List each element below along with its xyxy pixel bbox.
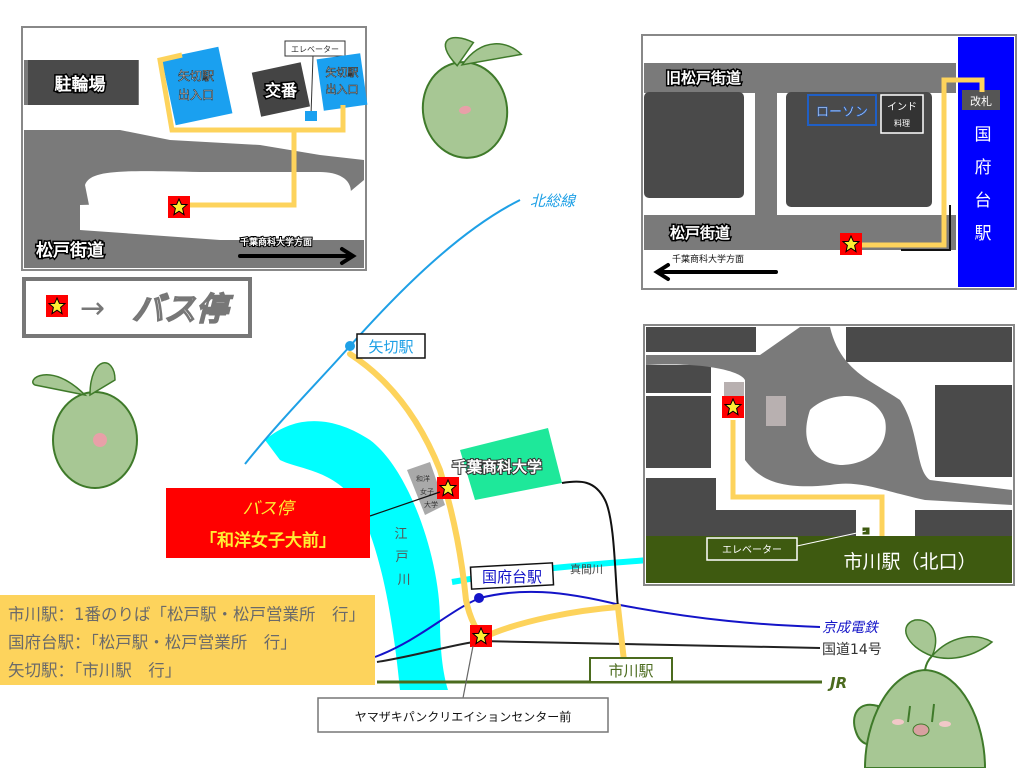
ichikawa-station-label: 市川駅 <box>608 662 653 680</box>
indian-label-2: 料理 <box>894 118 910 128</box>
mascot-bottom-right-body <box>863 668 987 768</box>
bus-stop-konodai-icon[interactable] <box>839 232 863 256</box>
bus-info-line: 矢切駅：「市川駅 行」 <box>8 661 181 680</box>
konodai-station-char-2: 府 <box>975 158 992 178</box>
wayo-callout-line-1: バス停 <box>243 499 297 519</box>
hokuso-line <box>244 199 521 465</box>
konodai-station-char-3: 台 <box>975 191 992 211</box>
ichikawa-north-exit-label: 市川駅（北口） <box>843 551 976 573</box>
edogawa-river <box>265 421 448 690</box>
ichikawa-elevator-label: エレベーター <box>722 544 782 556</box>
route14-label: 国道14号 <box>822 642 882 658</box>
direction-arrow-right-icon <box>238 247 357 265</box>
bicycle-parking-label: 駐輪場 <box>55 74 106 95</box>
konodai-walking-route <box>862 77 985 248</box>
hokuso-line-label: 北総線 <box>530 192 577 210</box>
legend-arrow: → <box>80 291 105 326</box>
yagiri-direction-label: 千葉商科大学方面 <box>240 236 312 248</box>
edogawa-label-3: 川 <box>397 573 410 588</box>
mascot-bottom-right-leaf-right <box>930 635 994 660</box>
mascot-bottom-right-mouth <box>912 723 930 737</box>
konodai-road-label: 松戸街道 <box>670 224 730 242</box>
callout-line-yamazaki <box>462 645 474 699</box>
old-road-label: 旧松戸街道 <box>666 69 741 87</box>
yagiri-station-dot <box>345 341 355 351</box>
bus-shelter <box>724 382 744 398</box>
konodai-station-label-box <box>469 562 555 590</box>
indian-label-1: インド <box>887 102 917 113</box>
bus-stop-wayo-icon[interactable] <box>436 476 460 500</box>
wayo-callout-line-2: 「和洋女子大前」 <box>200 530 336 551</box>
ichikawa-elevator-label-box <box>706 537 798 561</box>
bus-stop-legend-icon <box>45 294 69 318</box>
lawson <box>807 94 877 126</box>
center-island <box>766 396 786 426</box>
yagiri-road-label: 松戸街道 <box>36 240 104 261</box>
yamazaki-callout-label: ヤマザキパンクリエイションセンター前 <box>355 709 572 724</box>
elevator-label: エレベーター <box>291 45 339 54</box>
jr-label: JR <box>827 674 847 692</box>
mascot-bottom-right <box>853 619 994 768</box>
konodai-station-dot <box>474 593 484 603</box>
mascot-bottom-right-stem <box>924 655 933 671</box>
callout-line-wayo <box>369 491 441 517</box>
yamazaki-bus-stop-callout <box>317 697 609 733</box>
indian-restaurant <box>880 94 924 134</box>
bus-stop-yagiri-icon[interactable] <box>167 195 191 219</box>
mascot-top-center <box>414 36 523 166</box>
bus-info-panel: 市川駅：1番のりば「松戸駅・松戸営業所 行」 国府台駅：「松戸駅・松戸営業所 行… <box>0 595 375 685</box>
yagiri-exit-right-label-2: 出入口 <box>326 82 359 96</box>
wayo-label-3: 大学 <box>424 500 438 509</box>
mama-river-label: 真間川 <box>570 562 603 576</box>
elevator-label-box <box>284 40 346 57</box>
mascot-left <box>32 362 138 489</box>
wayo-label-1: 和洋 <box>416 474 430 483</box>
yagiri-exit-left-label-1: 矢切駅 <box>178 69 214 83</box>
edogawa-label-2: 戸 <box>395 550 408 565</box>
bus-info-line: 国府台駅：「松戸駅・松戸営業所 行」 <box>8 633 297 652</box>
inset-yagiri: 駐輪場 矢切駅 出入口 交番 エレベーター 矢切駅 出入口 松戸街道 千葉商科大… <box>21 26 368 271</box>
police-box <box>251 62 311 117</box>
yagiri-exit-right-label-1: 矢切駅 <box>326 65 359 79</box>
yagiri-exit-left-label-2: 出入口 <box>178 88 214 102</box>
bus-stop-yamazaki-icon[interactable] <box>469 624 493 648</box>
yagiri-exit-left <box>161 46 233 126</box>
keisei-label: 京成電鉄 <box>822 620 880 636</box>
edogawa-label-1: 江 <box>394 527 407 542</box>
konodai-direction-label: 千葉商科大学方面 <box>672 253 744 265</box>
bus-info-line: 市川駅：1番のりば「松戸駅・松戸営業所 行」 <box>8 605 365 624</box>
walking-route <box>347 351 628 673</box>
mascot-bottom-right-leaf-left <box>905 619 937 657</box>
legend: → バス停 <box>22 277 252 338</box>
main-map: 矢切駅 北総線 千葉商科大学 和洋 女子 大学 江 戸 川 真間川 国府台駅 京… <box>166 192 882 733</box>
direction-arrow-left-icon <box>653 263 778 281</box>
yagiri-station-label: 矢切駅 <box>368 338 413 356</box>
bus-stop-ichikawa-icon[interactable] <box>721 395 745 419</box>
lawson-label: ローソン <box>816 105 868 120</box>
konodai-station-char-4: 駅 <box>975 224 992 244</box>
legend-label: バス停 <box>132 290 233 328</box>
yagiri-walking-route <box>157 52 346 208</box>
wayo-bus-stop-callout <box>166 488 370 558</box>
police-box-label: 交番 <box>265 81 298 100</box>
inset-konodai: ローソン インド 料理 旧松戸街道 松戸街道 改札 国 府 台 駅 千葉商科大学… <box>641 34 1017 290</box>
yagiri-exit-right <box>316 53 368 111</box>
ichikawa-walking-route <box>730 420 885 536</box>
university-label[interactable]: 千葉商科大学 <box>451 457 543 477</box>
ticket-gate-label: 改札 <box>970 94 992 108</box>
university-campus <box>460 428 562 500</box>
yagiri-station-label-box <box>356 333 426 359</box>
wayo-label-2: 女子 <box>420 487 434 496</box>
ticket-gate <box>962 90 1000 110</box>
road-line <box>561 480 619 608</box>
konodai-station-char-1: 国 <box>975 125 992 145</box>
elevator-marker <box>305 111 317 121</box>
inset-ichikawa: エレベーター 市川駅（北口） <box>643 324 1015 586</box>
ichikawa-station-label-box <box>589 657 673 683</box>
wayo-university-block <box>407 462 445 515</box>
konodai-station-label: 国府台駅 <box>482 568 542 586</box>
keisei-line <box>374 590 821 658</box>
